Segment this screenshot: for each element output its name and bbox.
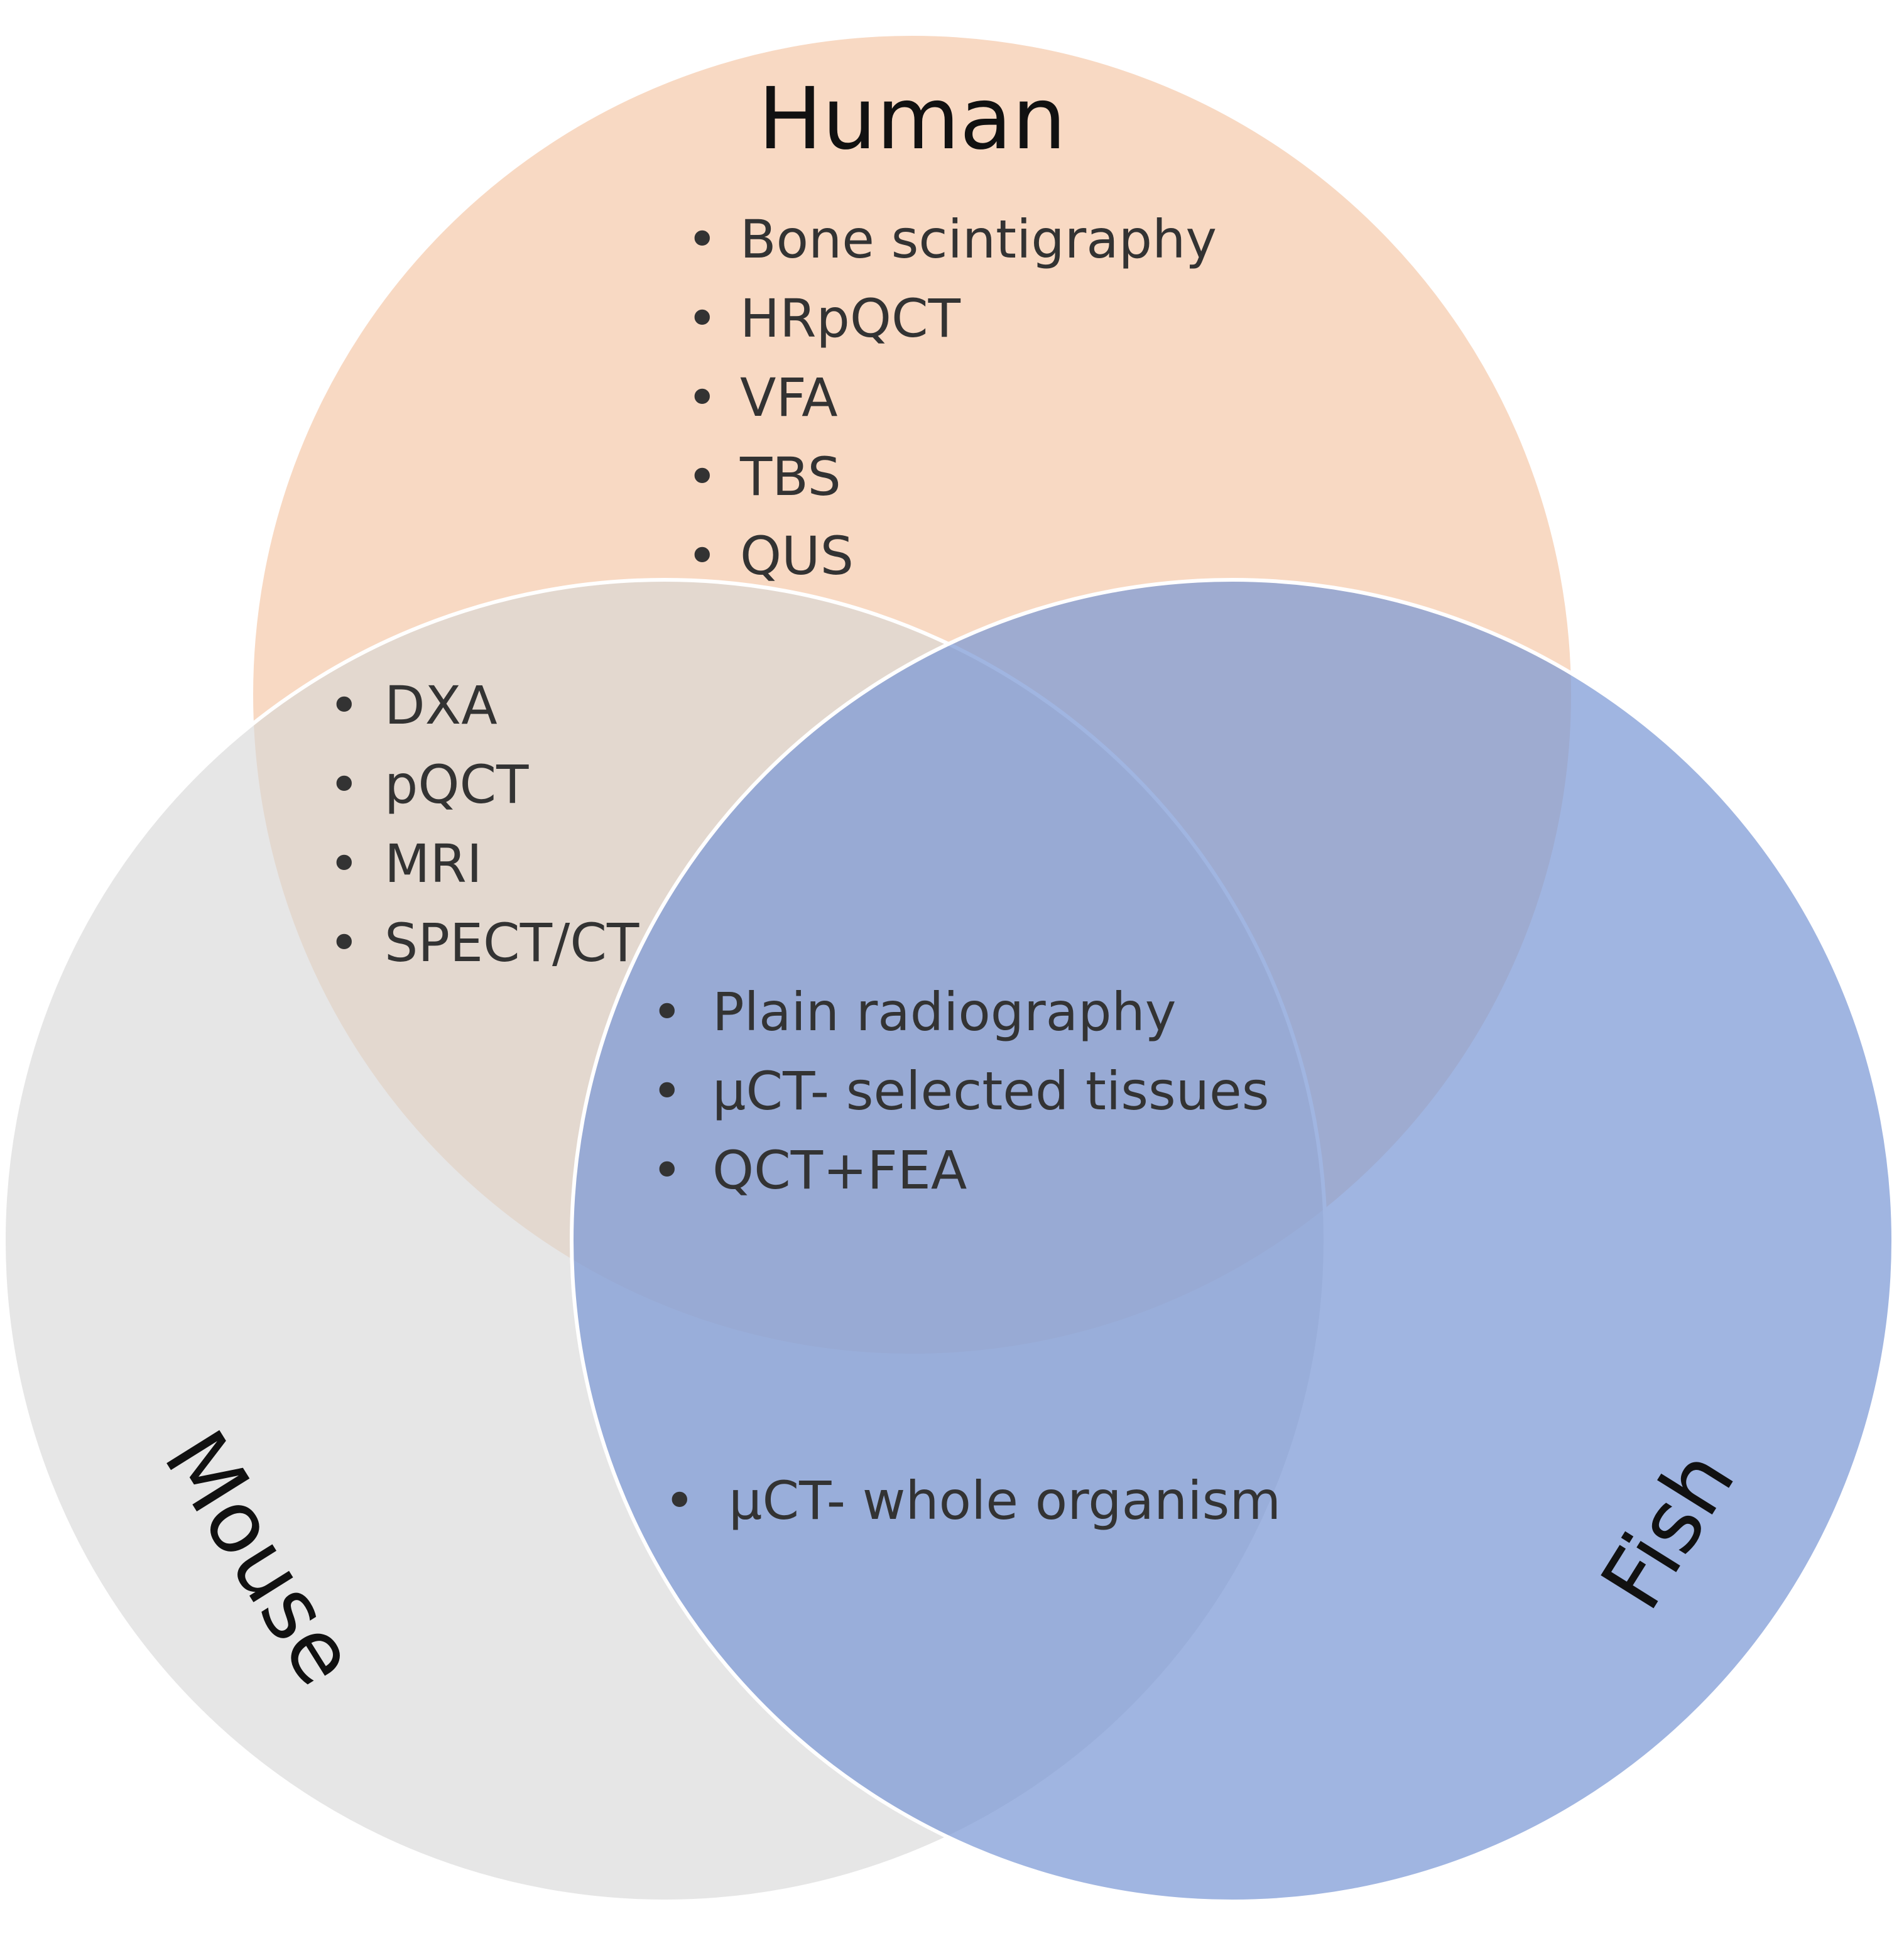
list-item: • Bone scintigraphy <box>687 209 1217 270</box>
list-item: • DXA <box>329 675 498 736</box>
item-label: QCT+FEA <box>712 1139 967 1201</box>
all-three-list: • Plain radiography • µCT- selected tiss… <box>651 981 1269 1201</box>
fish-circle <box>570 578 1895 1903</box>
item-label: HRpQCT <box>740 288 961 349</box>
list-item: • SPECT/CT <box>329 912 639 974</box>
bullet: • <box>329 912 360 974</box>
list-item: • pQCT <box>329 754 529 815</box>
list-item: • µCT- selected tissues <box>651 1060 1269 1122</box>
list-item: • QCT+FEA <box>651 1139 967 1201</box>
item-label: µCT- selected tissues <box>712 1060 1269 1122</box>
item-label: MRI <box>384 833 482 895</box>
list-item: • HRpQCT <box>687 288 961 349</box>
bullet: • <box>329 675 360 736</box>
item-label: QUS <box>740 525 854 587</box>
bullet: • <box>651 1060 683 1122</box>
item-label: TBS <box>739 446 841 508</box>
item-label: SPECT/CT <box>384 912 639 974</box>
bullet: • <box>651 981 683 1043</box>
list-item: • MRI <box>329 833 482 895</box>
bullet: • <box>329 833 360 895</box>
bullet: • <box>687 367 718 428</box>
bullet: • <box>687 446 718 508</box>
list-item: • QUS <box>687 525 854 587</box>
bullet: • <box>329 754 360 815</box>
bullet: • <box>664 1470 695 1531</box>
item-label: VFA <box>740 367 838 428</box>
human-label: Human <box>758 70 1066 169</box>
list-item: • Plain radiography <box>651 981 1176 1043</box>
bullet: • <box>687 209 718 270</box>
mouse-fish-list: • µCT- whole organism <box>664 1470 1281 1531</box>
human-mouse-list: • DXA • pQCT • MRI • SPECT/CT <box>329 675 639 974</box>
list-item: • µCT- whole organism <box>664 1470 1281 1531</box>
item-label: DXA <box>384 675 498 736</box>
human-only-list: • Bone scintigraphy • HRpQCT • VFA • TBS… <box>687 209 1217 587</box>
list-item: • VFA <box>687 367 838 428</box>
item-label: pQCT <box>384 754 529 815</box>
list-item: • TBS <box>687 446 841 508</box>
bullet: • <box>687 288 718 349</box>
bullet: • <box>687 525 718 587</box>
item-label: µCT- whole organism <box>729 1470 1281 1531</box>
bullet: • <box>651 1139 683 1201</box>
item-label: Plain radiography <box>712 981 1176 1043</box>
item-label: Bone scintigraphy <box>740 209 1217 270</box>
